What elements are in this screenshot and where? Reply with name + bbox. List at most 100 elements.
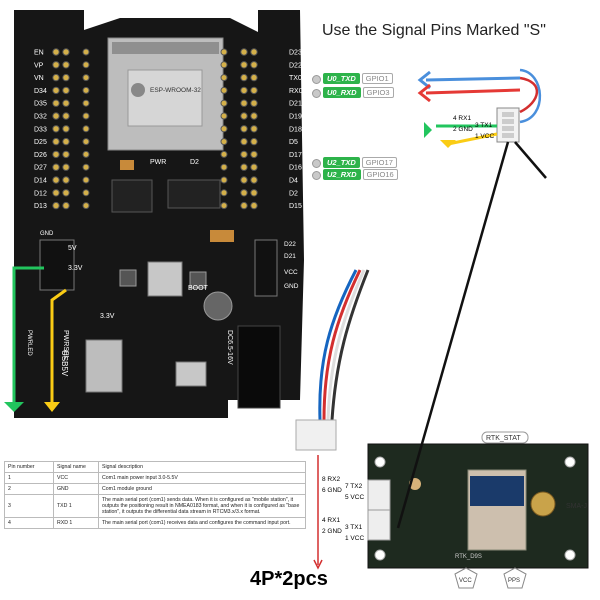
- header-pin: [82, 99, 90, 107]
- vcc-badge-label: VCC: [459, 578, 472, 584]
- connector-pin-label: 3 TX1: [475, 122, 493, 129]
- left-pin-label: D33: [34, 126, 47, 133]
- rtk-port-label: 3 TX1: [345, 524, 363, 531]
- header-pin: [250, 150, 258, 159]
- right-header-label: D21: [284, 253, 296, 260]
- electrolytic-capacitor: [203, 291, 233, 321]
- left-pin-label: D13: [34, 203, 47, 210]
- header-pin: [240, 99, 248, 107]
- 3v3-label: 3.3V: [68, 265, 83, 272]
- header-pin: [82, 202, 90, 210]
- gpio-name: GPIO3: [362, 87, 394, 98]
- 5v-label: 5V: [68, 245, 77, 252]
- header-pin: [220, 74, 228, 82]
- table-cell: 1: [4, 472, 54, 484]
- table-row: 1 VCC Com1 main power input 3.0-5.5V: [4, 472, 306, 484]
- left-pin-label: D25: [34, 139, 47, 146]
- header-pin: [220, 163, 228, 171]
- right-pin-label: D5: [289, 139, 298, 146]
- header-pin: [62, 112, 70, 120]
- header-pin: [240, 61, 248, 69]
- table-header: Pin number: [4, 461, 54, 473]
- gnd-label: GND: [40, 231, 54, 237]
- header-pin: [220, 48, 228, 56]
- header-pin: [52, 150, 60, 159]
- header-pin: [52, 61, 60, 69]
- header-pin: [82, 138, 90, 146]
- left-pin-label: VN: [34, 75, 44, 82]
- header-pin: [250, 137, 258, 146]
- right-pin-label: D21: [289, 101, 302, 108]
- left-pin-label: EN: [34, 50, 44, 57]
- connector-pin-label: 2 GND: [453, 126, 473, 133]
- header-pin: [62, 137, 70, 146]
- header-pin: [250, 73, 258, 82]
- right-pin-label: D23: [289, 50, 302, 57]
- header-pin: [52, 176, 60, 184]
- dc-label: DC6.5-16V: [226, 330, 233, 365]
- signal-name: U0_RXD: [323, 87, 361, 98]
- rtk-model-label: RTK_D9S: [455, 554, 482, 560]
- table-cell: The main serial port (com1) sends data. …: [98, 494, 306, 518]
- rtk-stat-label: RTK_STAT: [486, 435, 521, 442]
- header-pin: [82, 189, 90, 197]
- connector-detail: 4 RX1 3 TX1 2 GND 1 VCC: [417, 68, 542, 148]
- pwrsel-label: PWRSEL: [62, 330, 69, 360]
- quantity-label: 4P*2pcs: [250, 568, 328, 590]
- table-cell: Com1 main power input 3.0-5.5V: [98, 472, 306, 484]
- table-cell: Com1 module ground: [98, 483, 306, 495]
- left-pin-label: D26: [34, 152, 47, 159]
- green-wire: [12, 266, 44, 410]
- connector-pin-label: 4 RX1: [453, 115, 471, 122]
- table-header-row: Pin number Signal name Signal descriptio…: [4, 461, 306, 473]
- header-pin: [240, 86, 248, 95]
- led-label: D2: [190, 159, 199, 166]
- header-pin: [82, 86, 90, 94]
- table-row: 4 RXD 1 The main serial port (com1) rece…: [4, 517, 306, 529]
- header-pin: [62, 48, 70, 56]
- blue-wire: [425, 76, 521, 82]
- header-pin: [52, 86, 60, 95]
- header-pin: [220, 86, 228, 94]
- header-pin: [62, 150, 70, 159]
- header-pin: [62, 176, 70, 184]
- boot-label: BOOT: [188, 285, 209, 292]
- header-pin: [62, 125, 70, 133]
- header-pin: [240, 176, 248, 184]
- left-pin-label: D34: [34, 88, 47, 95]
- connector-dot-icon: [312, 88, 321, 98]
- right-pin-label: D22: [289, 62, 302, 69]
- header-pin: [82, 150, 90, 158]
- header-pin: [250, 61, 258, 69]
- header-pin: [240, 163, 248, 171]
- header-pin: [220, 99, 228, 107]
- header-pin: [62, 61, 70, 69]
- gpio-name: GPIO17: [361, 157, 397, 168]
- right-header-label: D22: [284, 241, 296, 248]
- table-row: 3 TXD 1 The main serial port (com1) send…: [4, 494, 306, 518]
- gpio-name: GPIO16: [362, 169, 398, 180]
- page-title: Use the Signal Pins Marked "S": [322, 22, 546, 39]
- header-pin: [62, 86, 70, 95]
- table-cell: TXD 1: [53, 494, 99, 518]
- right-pin-label: D17: [289, 152, 302, 159]
- pin-headers: [52, 48, 258, 210]
- header-pin: [52, 125, 60, 133]
- header-pin: [250, 125, 258, 133]
- jst-connector: [295, 419, 337, 451]
- pin-labels: ENVPVND34D35D32D33D25D26D27D14D12D13D23D…: [34, 50, 303, 211]
- header-pin: [220, 202, 228, 210]
- header-pin: [220, 61, 228, 69]
- esp32-board: ESP-WROOM-32 PWR D2 BOOT GND 5V 3.3V 3.3…: [14, 10, 304, 418]
- header-pin: [250, 189, 258, 197]
- module-label: ESP-WROOM-32: [150, 87, 201, 94]
- header-pin: [250, 48, 258, 56]
- right-header-label: GND: [284, 283, 299, 290]
- header-pin: [52, 48, 60, 56]
- table-cell: GND: [53, 483, 99, 495]
- pwrled-label: PWRLED: [26, 330, 32, 356]
- usb-c-port: [147, 261, 183, 297]
- yellow-wire: [50, 288, 67, 404]
